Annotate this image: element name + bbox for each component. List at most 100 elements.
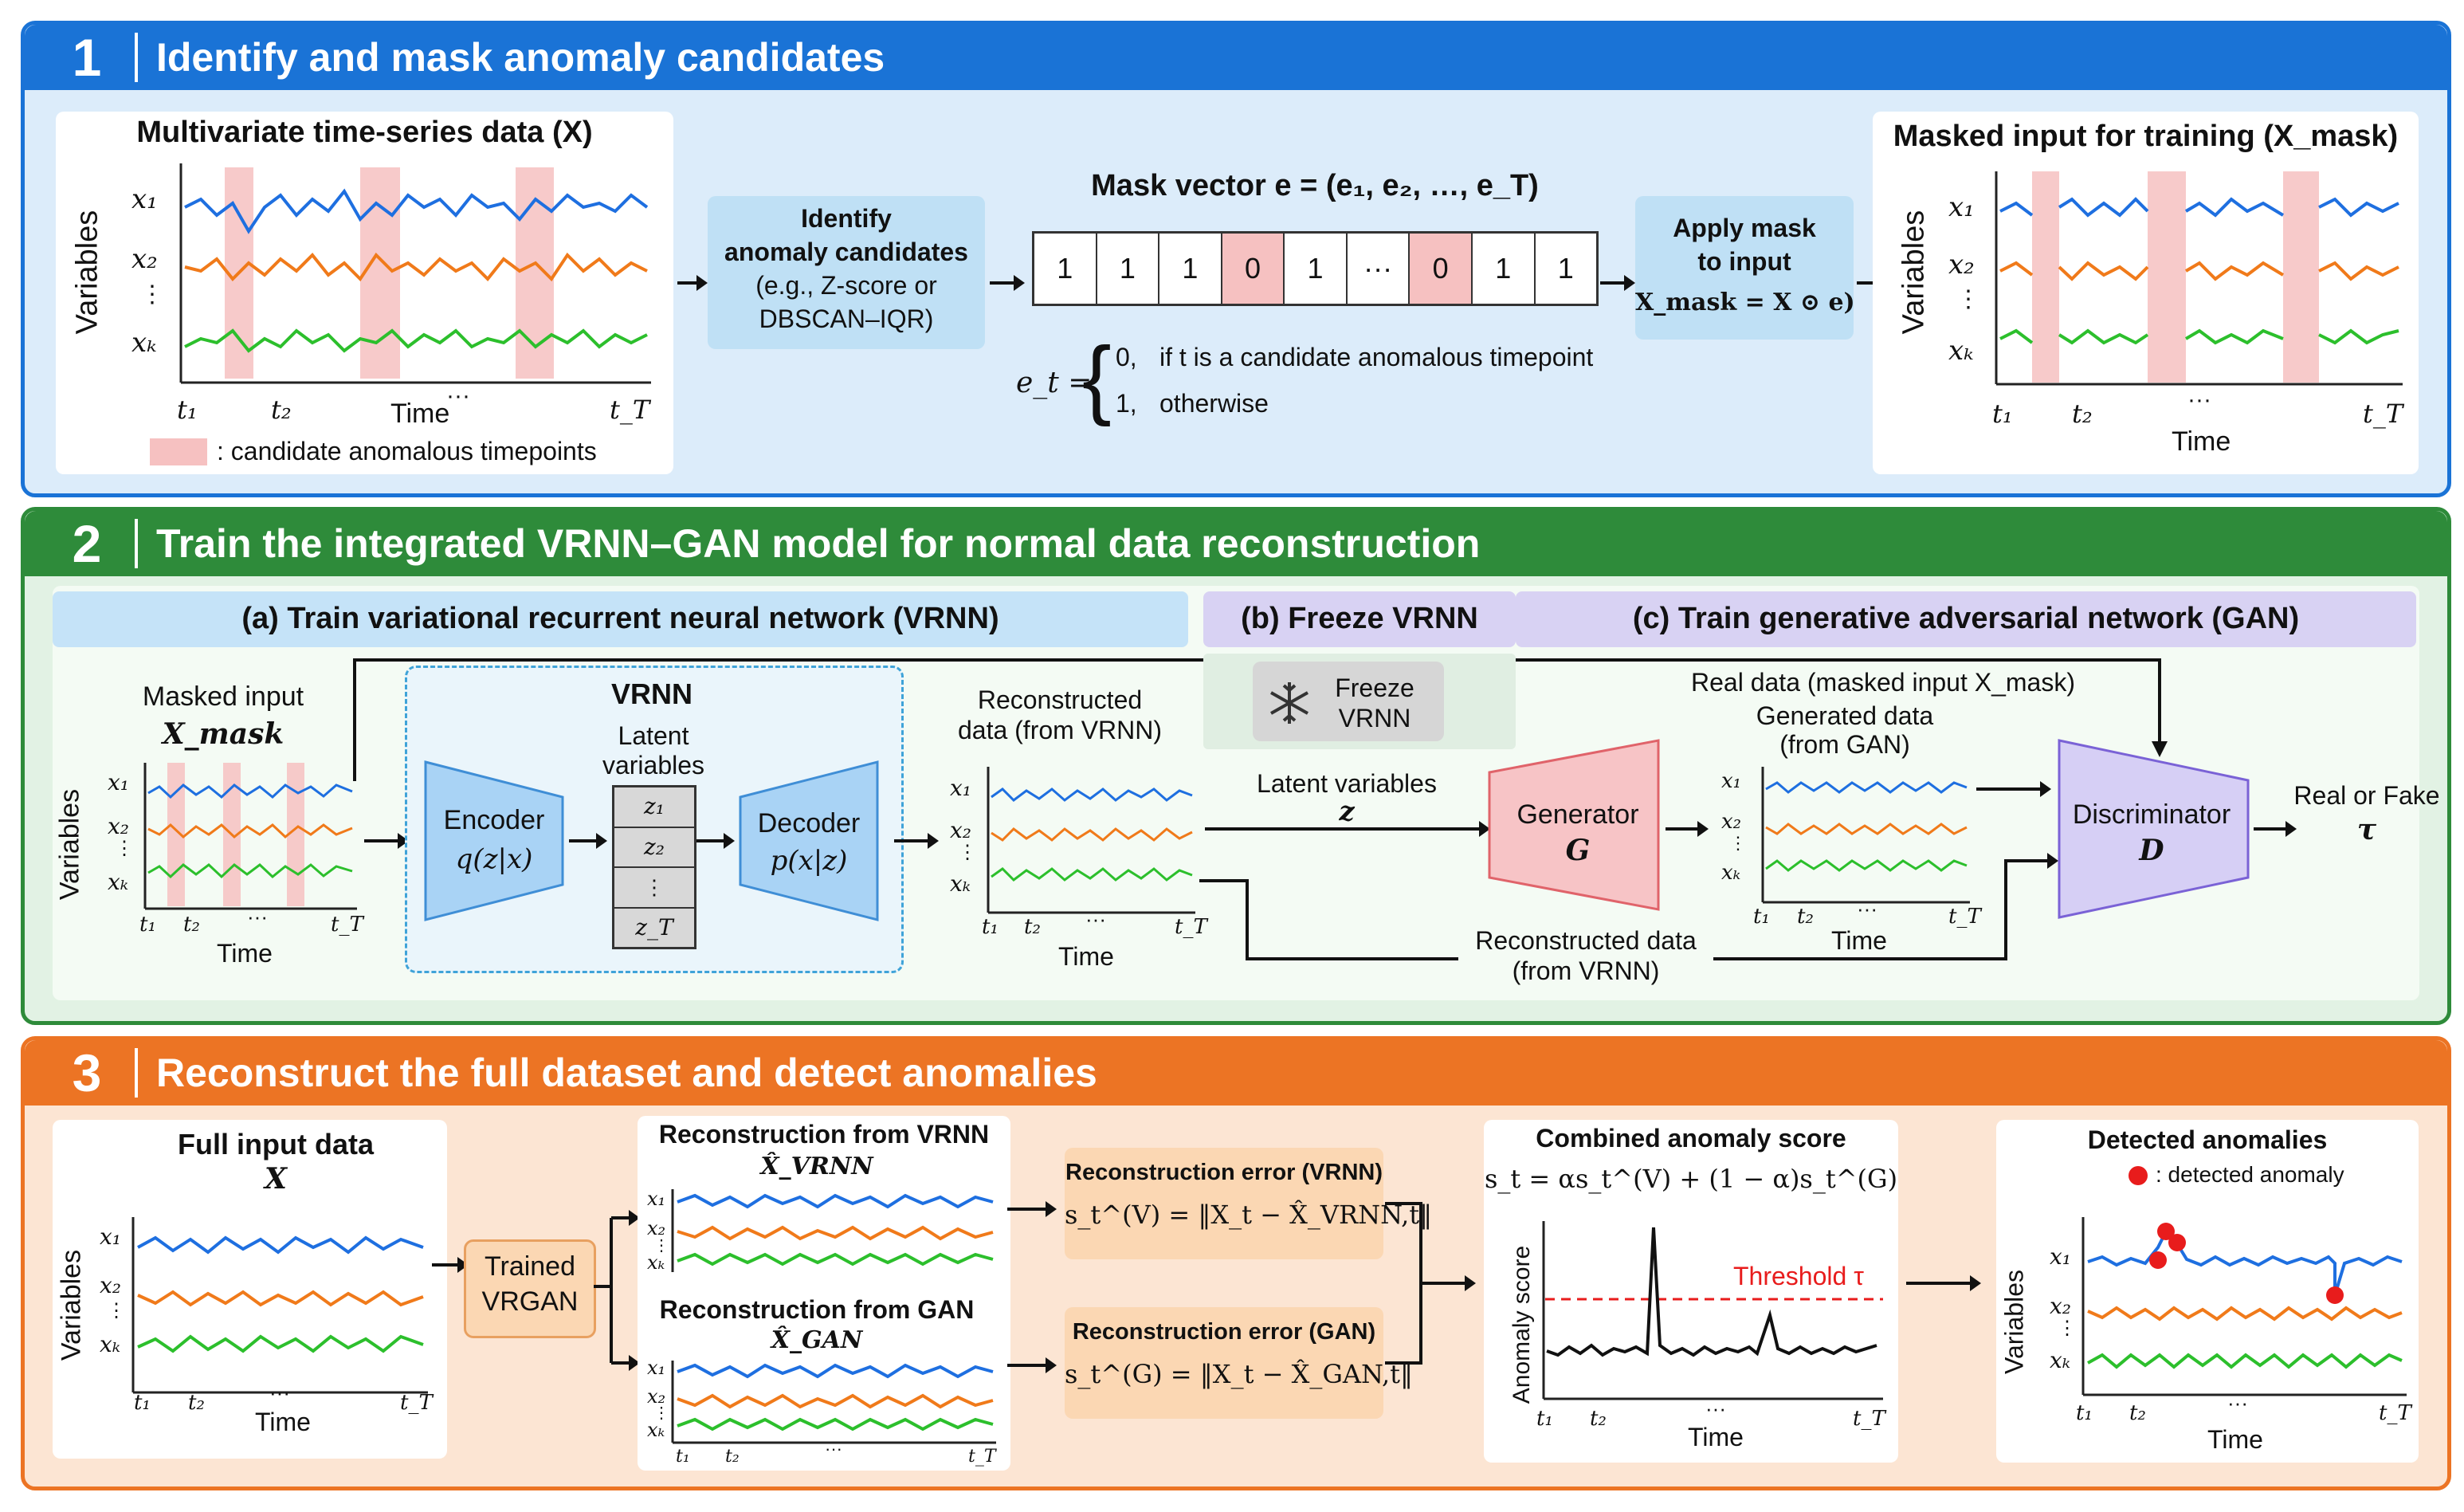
combined-score-panel [1484,1120,1898,1463]
series-label-x2: x₂ [647,1217,666,1239]
mask-cell: 1 [1097,234,1160,304]
x-axis-label: Time [1688,1423,1744,1451]
mask-cell-zero: 0 [1410,234,1473,304]
series-label-x1: x₁ [2050,1243,2072,1270]
trained-line-2: VRGAN [481,1286,579,1317]
recon-line-2: data (from VRNN) [957,716,1163,744]
section-1-header: 1 Identify and mask anomaly candidates [25,25,2447,90]
arrow [696,833,735,849]
vdots: ⋮ [115,838,134,859]
latent-z-label: Latent variables [1257,769,1437,798]
series-label-x1: x₁ [1721,769,1742,793]
x-tick-tT: t_T [968,1447,996,1467]
recon-gan-small-chart [671,1361,996,1444]
series-label-x1: x₁ [647,1357,666,1379]
identify-line-4: DBSCAN–IQR) [759,304,934,333]
error-vrnn-box [1065,1148,1383,1259]
series-line-x2 [1999,261,2399,281]
vdots: ⋮ [107,1300,126,1322]
x-tick-t1: t₁ [1536,1407,1553,1431]
generator-symbol: G [1565,834,1591,867]
detected-anomaly-legend-dot [2129,1166,2148,1185]
section-3-header: 3 Reconstruct the full dataset and detec… [25,1040,2447,1106]
y-axis-label: Variables [70,210,104,335]
section-number: 3 [72,1043,102,1102]
case-0-value: 0, [1116,343,1137,371]
ellipsis: ··· [1705,1396,1726,1420]
detected-title: Detected anomalies [2087,1125,2328,1154]
x-axis-label: Time [1831,926,1887,955]
ellipsis: ··· [2227,1391,2248,1415]
mask-cell: 1 [1285,234,1348,304]
gen-line-2: (from GAN) [1779,730,1910,759]
mask-cell: 1 [1557,252,1574,285]
vdots: ⋮ [958,842,977,863]
full-input-mini-chart [131,1217,428,1394]
anomaly-score-chart [1542,1221,1883,1400]
apply-mask-box [1635,196,1854,340]
x-tick-t1: t₁ [2076,1401,2093,1425]
masked-region [2283,171,2319,383]
anomaly-highlight [360,167,400,379]
section-number: 2 [72,514,102,573]
series-line-x2 [184,252,648,282]
threshold-label: Threshold τ [1733,1262,1864,1290]
x-tick-t2: t₂ [1024,915,1041,939]
gen-line-1: Generated data [1756,701,1934,730]
series-label-xk: xₖ [1721,861,1741,885]
trained-line-1: Trained [484,1251,576,1282]
tab-c-label: (c) Train generative adversarial network… [1632,602,2300,635]
anomaly-score-line [1546,1227,1877,1357]
x-tick-t1: t₁ [1753,905,1770,929]
x-tick-t1: t₁ [177,395,198,425]
reconstructions-panel [638,1116,1010,1471]
series-label-xk: xₖ [647,1251,665,1274]
section-title: Train the integrated VRNN–GAN model for … [156,521,1481,566]
arrow [432,1257,469,1273]
series-label-x1: x₁ [1948,191,1975,223]
recon-bottom-line-1: Reconstructed data [1475,926,1697,955]
trained-vrgan-box [464,1239,596,1338]
latent-cell: z₁ [614,787,694,828]
arrow [2254,821,2297,837]
recon-vrnn-mini-chart [987,767,1195,914]
recon-bottom-line-2: (from VRNN) [1512,956,1660,985]
real-or-fake-label: Real or Fake [2293,781,2440,810]
masked-input-label: Masked input [142,681,304,712]
brace: { [1082,329,1112,427]
series-label-x1: x₁ [950,775,972,801]
detected-anomalies-panel [1996,1120,2419,1463]
vdots: ⋮ [1956,286,1980,312]
x-axis-label: Time [255,1408,311,1436]
arrow [894,833,939,849]
vdots: ⋮ [1729,833,1747,853]
latent-cell: z₂ [614,828,694,868]
series-label-xk: xₖ [131,327,157,359]
x-axis-label: Time [390,399,450,429]
tab-a-label: (a) Train variational recurrent neural n… [241,602,999,635]
generated-mini-chart [1761,767,1970,904]
arrow [364,833,409,849]
x-tick-t2: t₂ [2072,399,2093,429]
encoder-formula: q(z|x) [455,843,533,875]
input-mini-chart [179,163,651,384]
identify-line-2: anomaly candidates [724,238,968,266]
ellipsis: ··· [269,1380,290,1404]
y-axis-label: Variables [54,788,85,901]
tau-symbol: τ [2356,813,2377,846]
series-label-xk: xₖ [647,1419,665,1441]
series-label-x2: x₂ [100,1272,122,1298]
mask-cell: 1 [1034,234,1097,304]
x-tick-t2: t₂ [183,913,200,937]
ellipsis: ··· [825,1439,842,1459]
x-tick-tT: t_T [2379,1401,2411,1425]
tab-train-gan [1516,591,2416,647]
ellipsis: ··· [2187,387,2211,413]
series-line-xk [184,328,648,353]
combined-formula: s_t = αs_t^(V) + (1 − α)s_t^(G) [1484,1164,1898,1194]
arrow [569,833,607,849]
y-axis-label: Variables [1897,210,1931,335]
generator-label: Generator [1516,799,1639,830]
error-vrnn-title: Reconstruction error (VRNN) [1065,1160,1383,1185]
decoder-label: Decoder [757,808,861,838]
